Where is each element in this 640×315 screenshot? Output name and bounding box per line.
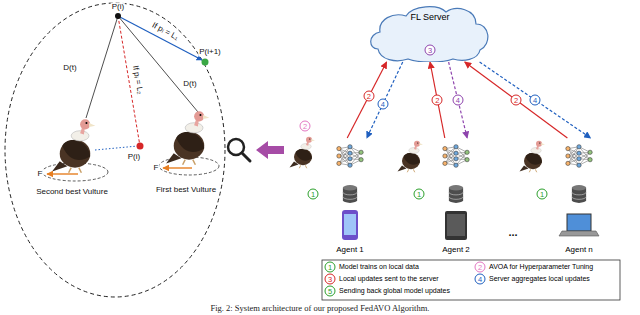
- neural-net-icon: [443, 145, 469, 168]
- zoom-arrow: [256, 141, 284, 159]
- callout-number: 4: [530, 95, 541, 106]
- agent-node: Agent 1: [322, 138, 378, 256]
- force-label: F: [153, 164, 160, 173]
- phone-icon: [342, 210, 358, 240]
- callout-number: 3: [425, 45, 436, 56]
- legend-text: AVOA for Hyperparameter Tuning: [489, 263, 593, 271]
- new-position-dot: [202, 59, 209, 66]
- force-arrow: [47, 173, 78, 174]
- callout-number: 3: [325, 274, 336, 285]
- callout-number: 1: [308, 189, 319, 200]
- neural-net-icon: [566, 145, 592, 168]
- position-dot: [137, 143, 144, 150]
- vulture-icon: [520, 141, 546, 173]
- vulture-label: First best Vulture: [155, 186, 217, 195]
- force-arrow: [163, 167, 192, 168]
- callout-number: 5: [325, 286, 336, 297]
- callout-number: 4: [452, 95, 463, 106]
- vulture-icon: [52, 119, 95, 172]
- callout-number: 2: [511, 95, 522, 106]
- vulture-icon: [398, 141, 424, 173]
- zoom-circle: [5, 3, 225, 297]
- agent-name: Agent n: [565, 246, 593, 255]
- legend-text: Model trains on local data: [339, 263, 419, 271]
- ellipsis: ...: [508, 226, 517, 238]
- distance-label: D(t): [62, 64, 77, 73]
- tablet-icon: [445, 211, 467, 240]
- point-label: P(i): [127, 153, 141, 162]
- server-name: FL Server: [410, 13, 449, 23]
- vulture-icon: [166, 111, 209, 164]
- update-arrow: [430, 62, 445, 138]
- update-arrow: [465, 62, 568, 138]
- agent-name: Agent 2: [442, 246, 470, 255]
- agent-name: Agent 1: [336, 246, 364, 255]
- database-icon: [572, 185, 586, 203]
- distance-line: [118, 16, 198, 112]
- legend-text: Sending back global model updates: [339, 287, 450, 295]
- magnifier-handle: [242, 153, 250, 161]
- condition-label: If pᵢ = L₂: [130, 64, 144, 96]
- distance-line: [86, 16, 118, 118]
- force-label: F: [37, 170, 44, 179]
- legend-text: Server aggregates local updates: [489, 275, 590, 283]
- callout-number: 4: [377, 98, 388, 109]
- cloud-outline: [371, 7, 488, 62]
- position-dot: [115, 13, 121, 19]
- distance-label: D(t): [182, 80, 197, 89]
- agent-node: Agent n: [550, 138, 608, 256]
- laptop-base: [559, 231, 599, 236]
- dotted-line: [95, 146, 138, 150]
- callout-number: 1: [414, 189, 425, 200]
- condition-label: If pᵢ = L₁: [149, 21, 180, 43]
- figure-caption: Fig. 2: System architecture of our propo…: [0, 303, 640, 313]
- legend-text: Local updates sent to the server: [339, 275, 439, 283]
- phone-screen: [344, 214, 356, 235]
- database-icon: [343, 185, 357, 203]
- database-icon: [449, 185, 463, 203]
- tablet-screen: [447, 214, 465, 236]
- move-arrow: [118, 16, 202, 60]
- neural-net-icon: [337, 145, 363, 168]
- vulture-label: Second best Vulture: [35, 188, 109, 197]
- update-arrow: [480, 62, 591, 138]
- callout-number: 2: [432, 95, 443, 106]
- point-label: P(i+1): [198, 48, 222, 57]
- callout-number: 2: [475, 262, 486, 273]
- agent-node: Agent 2: [428, 138, 484, 256]
- callout-number: 4: [475, 274, 486, 285]
- callout-number: 2: [363, 91, 374, 102]
- point-label: P(i): [111, 3, 125, 12]
- vulture-icon: [290, 137, 316, 169]
- callout-number: 1: [325, 262, 336, 273]
- laptop-screen: [567, 214, 591, 231]
- legend-box: [322, 260, 620, 300]
- callout-number: 1: [537, 189, 548, 200]
- orbit-ellipse: [159, 157, 219, 175]
- update-arrow: [449, 62, 468, 138]
- callout-number: 2: [300, 121, 311, 132]
